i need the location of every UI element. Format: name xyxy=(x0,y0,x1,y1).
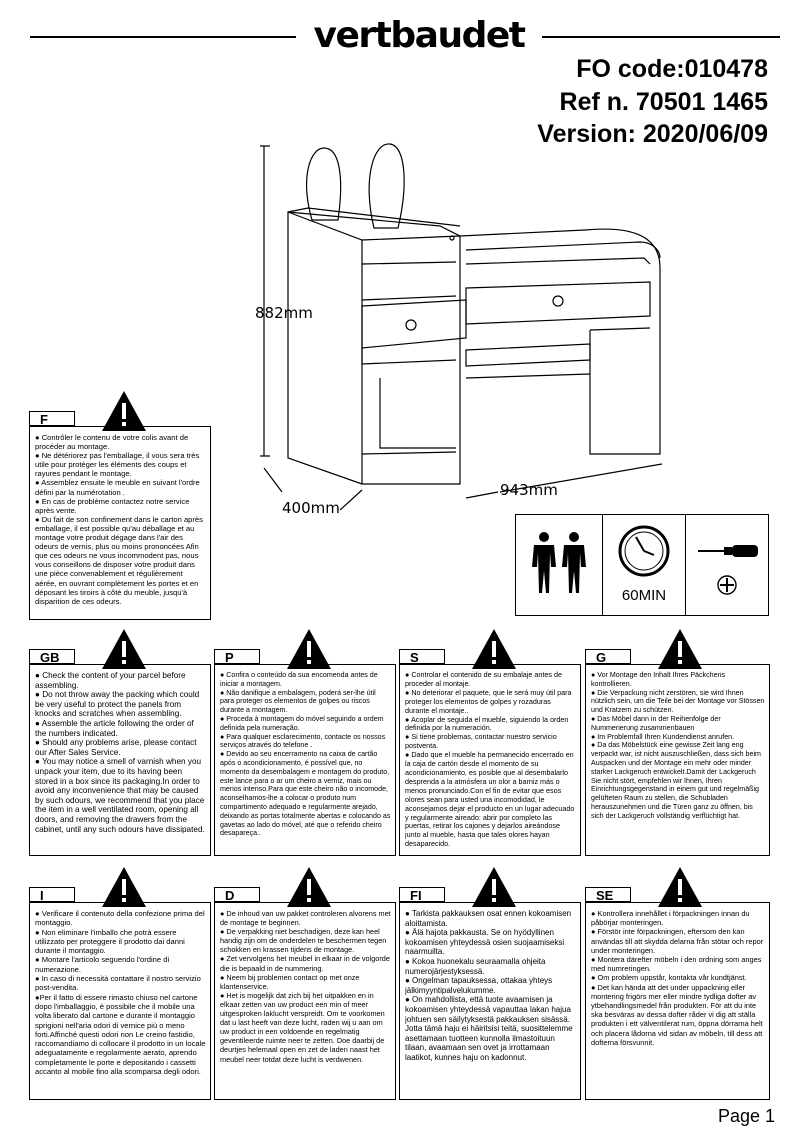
cross-screw-icon xyxy=(717,575,737,595)
clock-icon xyxy=(618,525,670,577)
warning-text-nl: ● De inhoud van uw pakket controleren al… xyxy=(220,909,391,1064)
language-tag-es: S xyxy=(399,649,445,665)
warning-it: I ● Verificare il contenuto della confez… xyxy=(29,867,211,1100)
warning-icon xyxy=(472,629,516,669)
warning-icon xyxy=(102,629,146,669)
warning-pt: P ● Confira o conteúdo da sua encomenda … xyxy=(214,629,396,856)
brand-logo: vertbaudet xyxy=(313,15,526,56)
language-tag-fr: F xyxy=(29,411,75,427)
warning-se: SE ● Kontrollera innehållet i förpacknin… xyxy=(585,867,770,1100)
warning-icon xyxy=(658,629,702,669)
warning-de: G ● Vor Montage den Inhalt Ihres Päckche… xyxy=(585,629,770,856)
language-tag-fi: FI xyxy=(399,887,445,903)
warning-text-se: ● Kontrollera innehållet i förpackningen… xyxy=(591,909,764,1047)
header-rule-right xyxy=(542,36,780,38)
warning-nl: D ● De inhoud van uw pakket controleren … xyxy=(214,867,396,1100)
depth-dimension: 400mm xyxy=(282,499,340,517)
warning-fi: FI ● Tarkista pakkauksen osat ennen koko… xyxy=(399,867,581,1100)
warning-icon xyxy=(287,629,331,669)
time-cell: 60MIN xyxy=(603,515,686,615)
assembly-time: 60MIN xyxy=(621,587,667,604)
width-dimension: 943mm xyxy=(500,481,558,499)
header-rule-left xyxy=(30,36,296,38)
warning-text-pt: ● Confira o conteúdo da sua encomenda an… xyxy=(220,671,391,838)
warning-text-fr: ● Contrôler le contenu de votre colis av… xyxy=(35,433,203,606)
language-tag-pt: P xyxy=(214,649,260,665)
version-date: Version: 2020/06/09 xyxy=(537,120,768,148)
warning-icon xyxy=(287,867,331,907)
desk-illustration xyxy=(260,143,663,511)
language-tag-nl: D xyxy=(214,887,260,903)
warning-text-fi: ● Tarkista pakkauksen osat ennen kokoami… xyxy=(405,909,573,1062)
persons-cell xyxy=(516,515,603,615)
warning-es: S ● Controlar el contenido de su embalaj… xyxy=(399,629,581,856)
warning-icon xyxy=(472,867,516,907)
height-dimension: 882mm xyxy=(255,304,313,322)
reference-number: Ref n. 70501 1465 xyxy=(559,88,768,116)
screwdriver-icon xyxy=(698,545,758,557)
assembly-info-panel: 60MIN xyxy=(515,514,769,616)
warning-icon xyxy=(658,867,702,907)
warning-text-gb: ● Check the content of your parcel befor… xyxy=(35,671,205,834)
fo-code: FO code:010478 xyxy=(576,55,768,83)
warning-text-es: ● Controlar el contenido de su embalaje … xyxy=(405,671,575,849)
warning-icon xyxy=(102,867,146,907)
page-number: Page 1 xyxy=(717,1106,775,1126)
warning-gb: GB ● Check the content of your parcel be… xyxy=(29,629,211,856)
language-tag-it: I xyxy=(29,887,75,903)
warning-icon xyxy=(102,391,146,431)
language-tag-gb: GB xyxy=(29,649,75,665)
tools-cell xyxy=(686,515,768,615)
language-tag-se: SE xyxy=(585,887,631,903)
warning-text-it: ● Verificare il contenuto della confezio… xyxy=(35,909,206,1077)
warning-text-de: ● Vor Montage den Inhalt Ihres Päckchens… xyxy=(591,671,765,820)
warning-fr: F ● Contrôler le contenu de votre colis … xyxy=(29,391,211,620)
language-tag-de: G xyxy=(585,649,631,665)
two-persons-icon xyxy=(532,532,586,593)
